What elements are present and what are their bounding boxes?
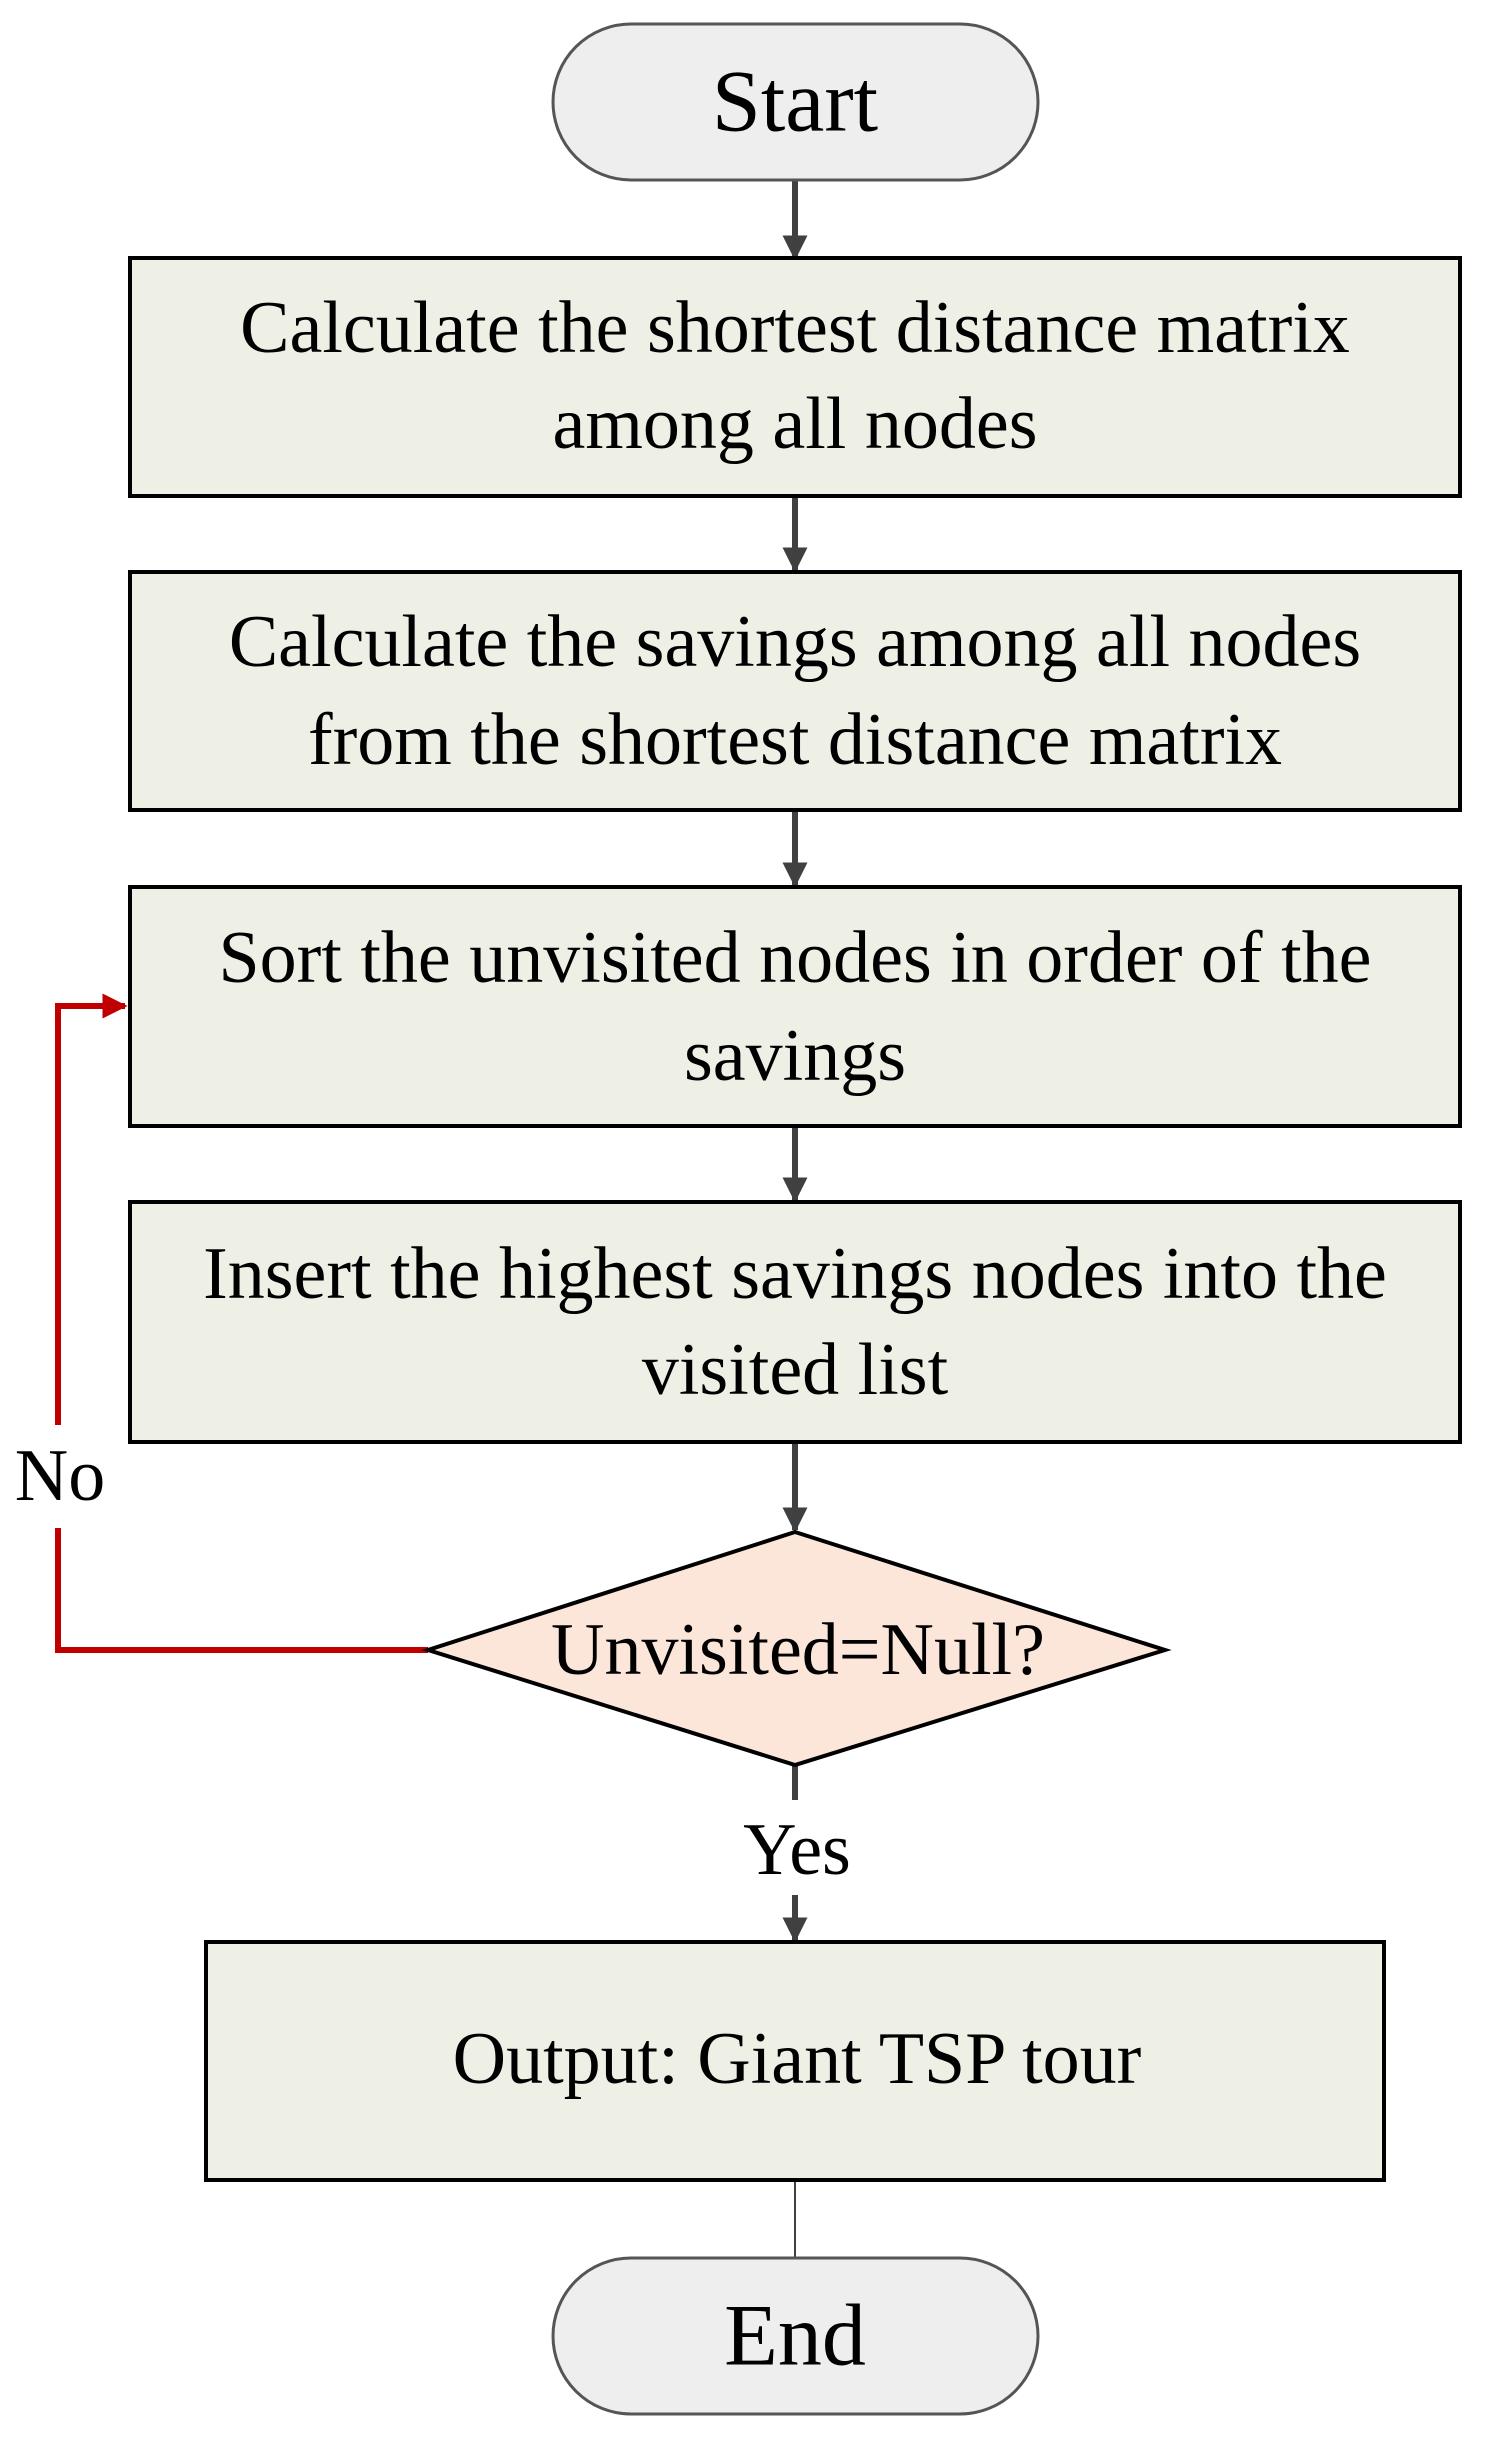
process-step-1: Calculate the shortest distance matrix a…	[128, 256, 1462, 498]
process-step-1-line-1: Calculate the shortest distance matrix	[240, 287, 1350, 369]
loop-no-lower	[55, 1528, 428, 1653]
process-step-2: Calculate the savings among all nodes fr…	[128, 570, 1462, 812]
decision-label: Unvisited=Null?	[551, 1609, 1045, 1691]
output-box	[204, 1940, 1386, 2182]
end-terminal: End	[551, 2256, 1040, 2416]
branch-yes-label: Yes	[743, 1809, 851, 1891]
end-terminal-shape	[551, 2256, 1040, 2416]
process-step-4-box	[128, 1200, 1462, 1444]
process-step-2-box	[128, 570, 1462, 812]
start-label: Start	[712, 54, 878, 151]
end-label: End	[724, 2288, 866, 2385]
process-step-1-box	[128, 256, 1462, 498]
connectors	[55, 180, 808, 2258]
process-step-2-line-1: Calculate the savings among all nodes	[229, 601, 1361, 683]
output-step: Output: Giant TSP tour	[204, 1940, 1386, 2182]
process-step-3-line-2: savings	[684, 1015, 906, 1097]
branch-no-label: No	[15, 1435, 105, 1517]
process-step-4-line-2: visited list	[642, 1329, 949, 1411]
start-terminal-shape	[551, 22, 1040, 182]
process-step-3: Sort the unvisited nodes in order of the…	[128, 885, 1462, 1128]
output-label: Output: Giant TSP tour	[453, 2018, 1142, 2100]
start-terminal: Start	[551, 22, 1040, 182]
process-step-2-line-2: from the shortest distance matrix	[308, 699, 1282, 781]
process-step-4-line-1: Insert the highest savings nodes into th…	[203, 1233, 1387, 1315]
loop-no-upper	[55, 993, 128, 1425]
decision-node: Unvisited=Null?	[421, 1529, 1172, 1768]
process-step-4: Insert the highest savings nodes into th…	[128, 1200, 1462, 1444]
process-step-3-line-1: Sort the unvisited nodes in order of the	[219, 917, 1372, 999]
decision-diamond	[421, 1529, 1172, 1768]
process-step-3-box	[128, 885, 1462, 1128]
process-step-1-line-2: among all nodes	[552, 383, 1037, 465]
